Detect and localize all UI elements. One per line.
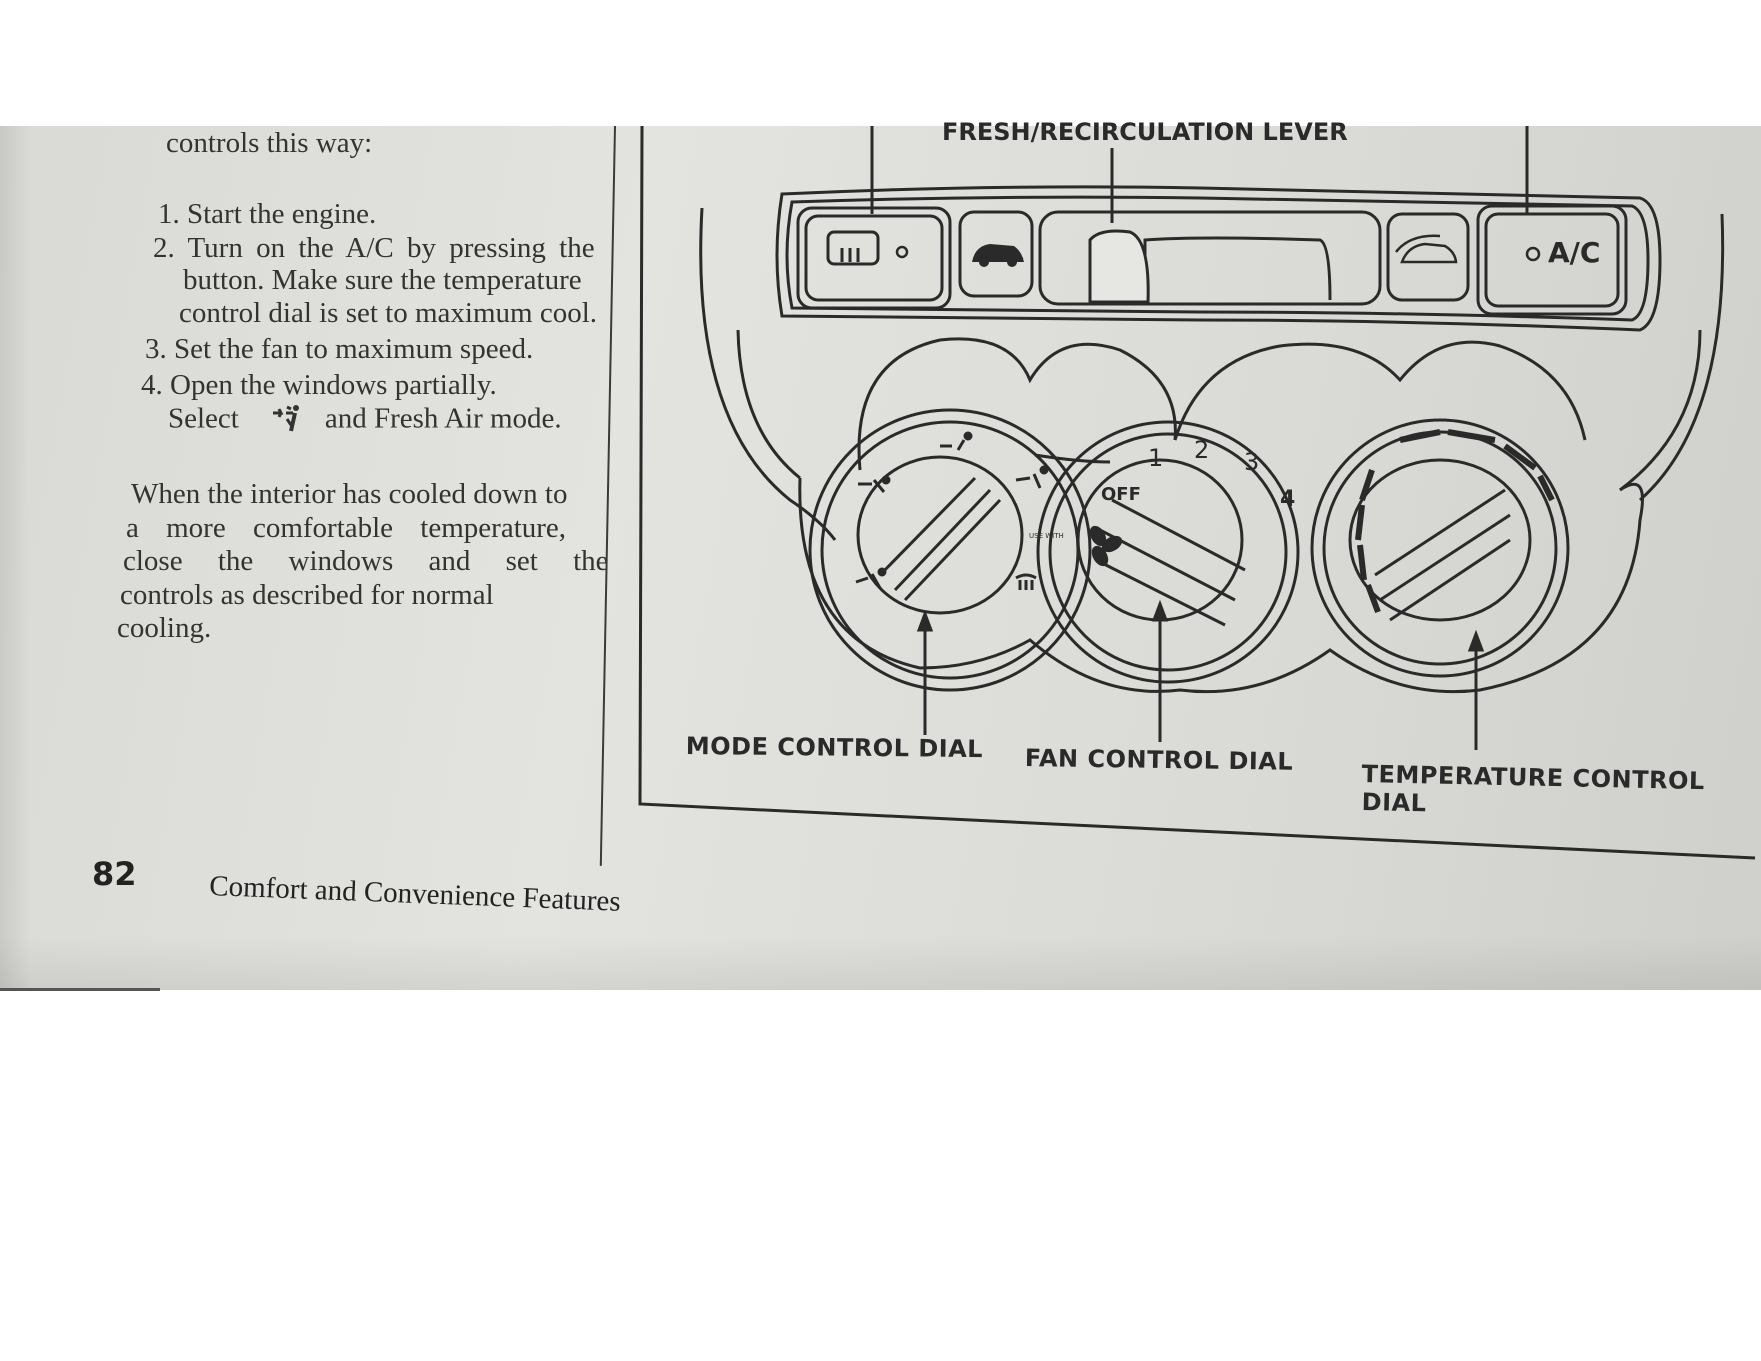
paragraph-line-4: controls as described for normal — [120, 579, 494, 611]
floor-defrost-icon — [1015, 465, 1049, 489]
mode-control-dial-caption: MODE CONTROL DIAL — [685, 732, 984, 764]
fan-icon — [1089, 525, 1123, 567]
fan-speed-4: 4 — [1280, 487, 1295, 512]
use-with-label: USE WITH — [1029, 532, 1064, 540]
recirculation-icon — [972, 244, 1024, 267]
page-shadow-left — [0, 126, 30, 990]
step-2-line-2: button. Make sure the temperature — [183, 264, 582, 296]
paragraph-line-1: When the interior has cooled down to — [131, 478, 568, 510]
bi-level-icon — [858, 475, 891, 493]
step-4: 4. Open the windows partially. — [141, 369, 497, 401]
ac-indicator-light — [1525, 246, 1541, 262]
climate-control-diagram: FRESH/RECIRCULATION LEVER A/C OFF 1 2 3 … — [638, 118, 1756, 860]
step-3: 3. Set the fan to maximum speed. — [145, 333, 534, 365]
paragraph-line-2: a more comfortable temperature, — [126, 512, 567, 544]
fan-speed-2: 2 — [1194, 436, 1209, 464]
select-tail: and Fresh Air mode. — [324, 402, 562, 435]
recirculation-lever[interactable] — [1088, 229, 1150, 304]
floor-mode-icon — [855, 567, 887, 589]
fan-control-dial-caption: FAN CONTROL DIAL — [1024, 744, 1294, 776]
lever-label: FRESH/RECIRCULATION LEVER — [942, 118, 1348, 146]
temperature-control-dial-caption-line-2: DIAL — [1361, 788, 1427, 818]
ac-button-label: A/C — [1548, 236, 1600, 269]
intro-text: controls this way: — [166, 127, 373, 159]
select-label: Select — [168, 402, 239, 435]
paragraph-line-3: close the windows and set the — [123, 545, 609, 577]
step-2-line-3: control dial is set to maximum cool. — [179, 297, 598, 329]
vent-mode-icon — [269, 401, 303, 441]
step-2: 2. Turn on the A/C by pressing the — [153, 232, 595, 264]
page-number: 82 — [92, 855, 137, 893]
indicator-light — [895, 245, 909, 259]
step-1: 1. Start the engine. — [158, 198, 377, 230]
page-edge — [0, 988, 160, 991]
step-4-line-2: Select and Fresh Air mode. — [168, 401, 562, 441]
fan-speed-3: 3 — [1244, 448, 1259, 476]
fresh-air-icon — [1395, 234, 1458, 264]
paragraph-line-5: cooling. — [117, 612, 212, 644]
vent-mode-icon — [940, 431, 973, 451]
fan-off-label: OFF — [1101, 484, 1141, 505]
fan-speed-1: 1 — [1148, 444, 1163, 472]
figure-frame — [638, 125, 1756, 860]
page-shadow-bottom — [0, 935, 1761, 990]
defrost-icon — [1015, 573, 1037, 590]
rear-defrost-icon — [826, 230, 880, 266]
